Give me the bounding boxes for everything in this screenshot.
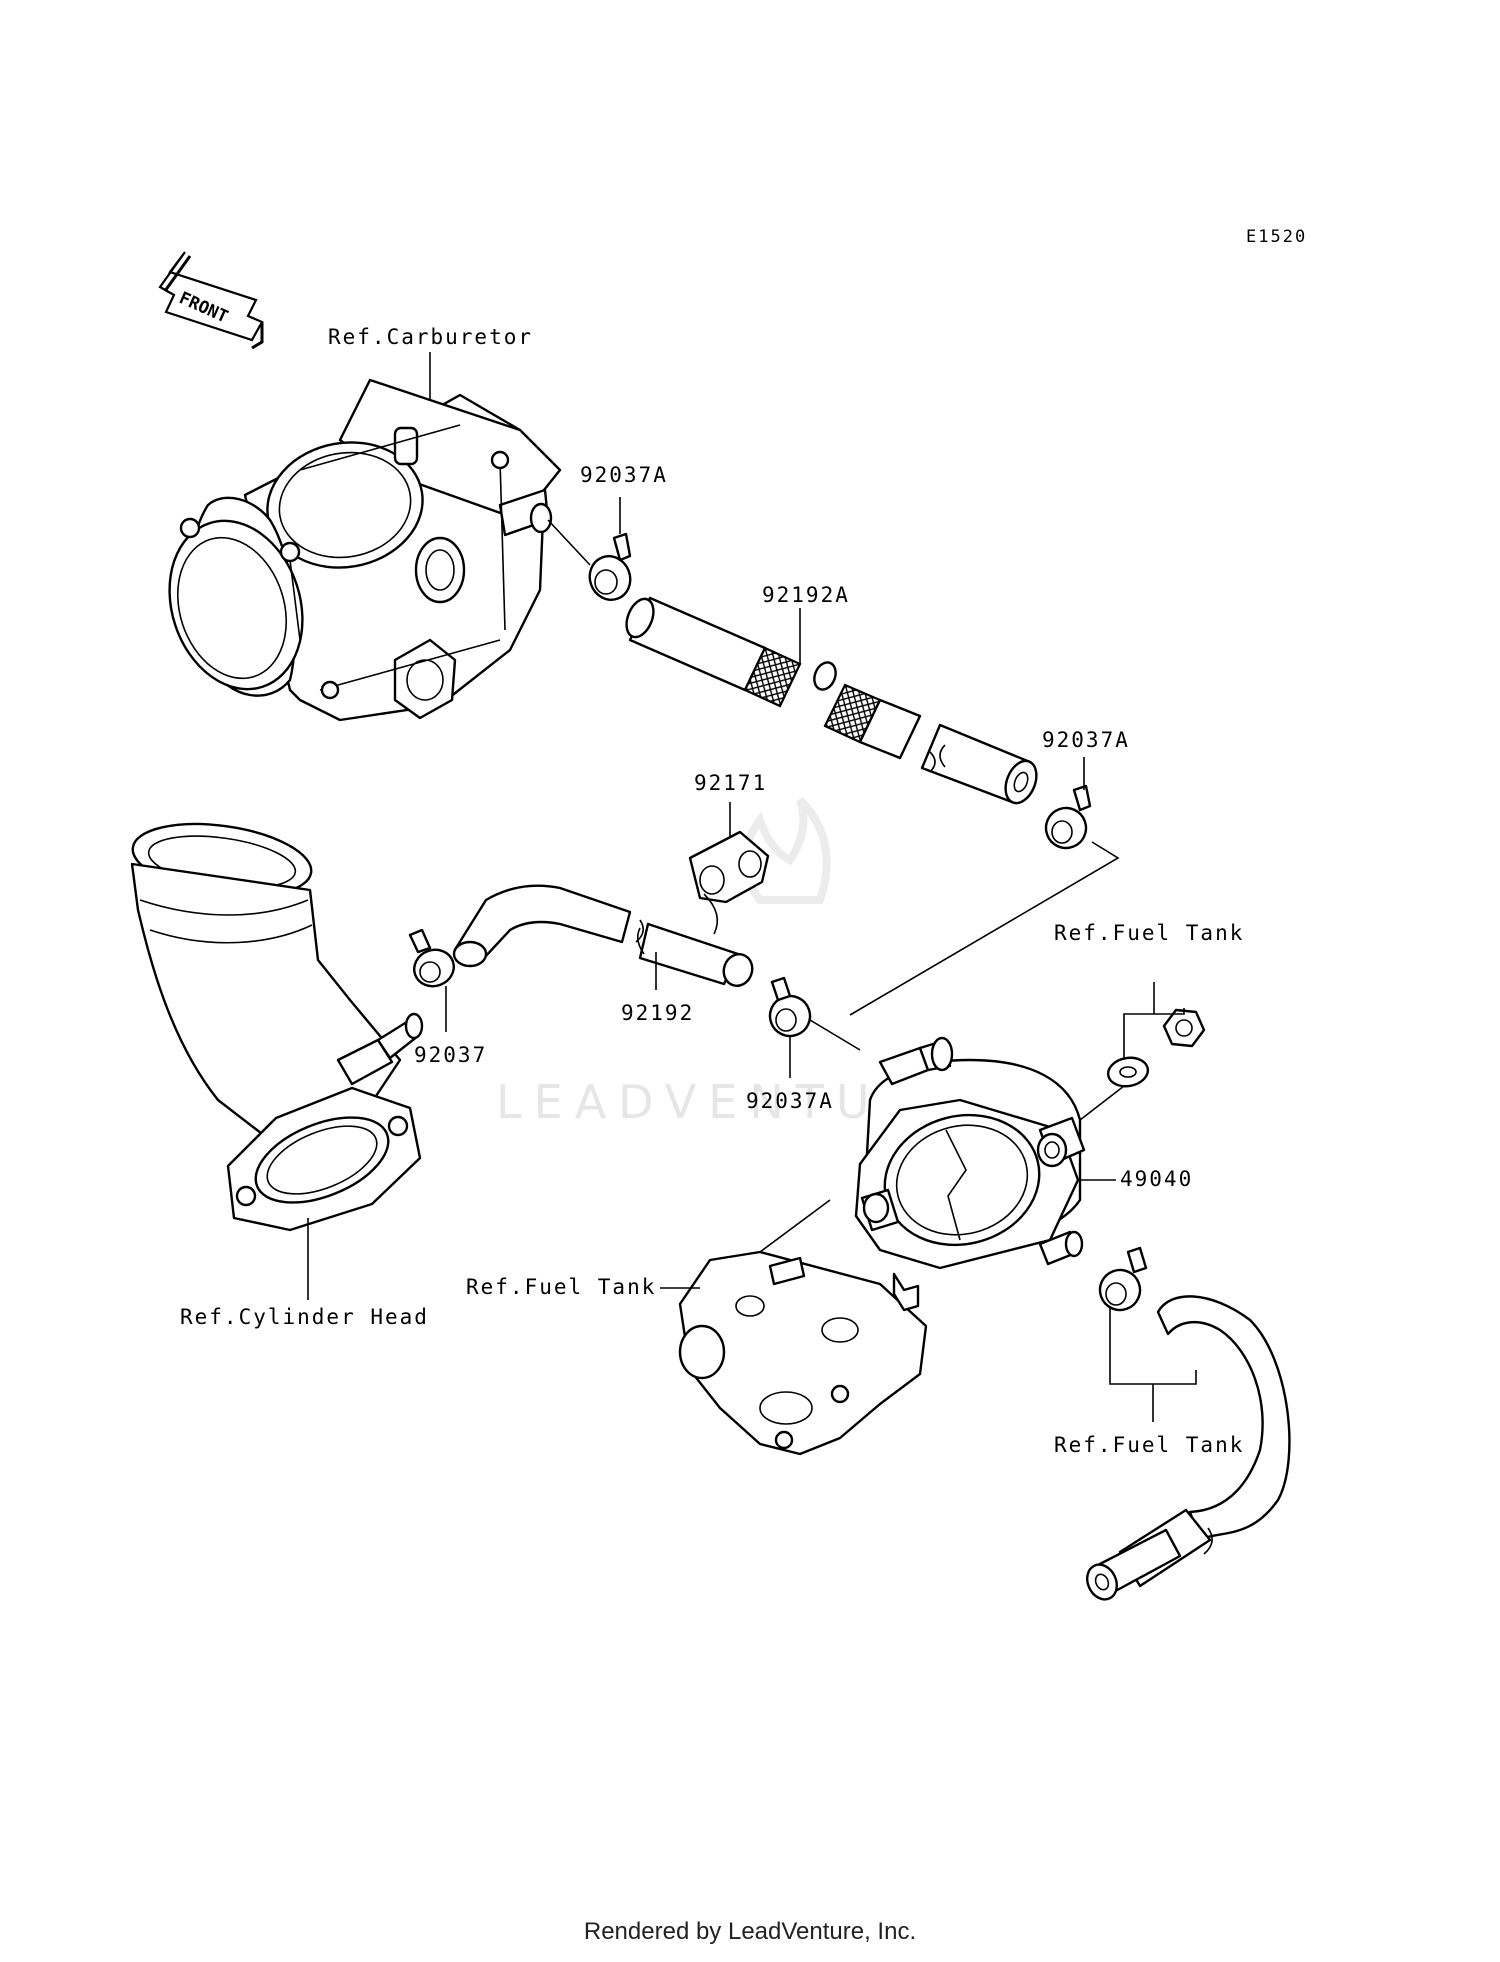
label-clamp-top: 92037A (580, 463, 668, 487)
label-clamp-mid: 92037A (746, 1089, 834, 1113)
short-hose (636, 922, 754, 987)
lower-clamp (1098, 1246, 1148, 1312)
label-clamp-right: 92037A (1042, 728, 1130, 752)
footer-credit: Rendered by LeadVenture, Inc. (583, 1918, 917, 1945)
label-fuel-pump: 49040 (1120, 1167, 1193, 1191)
label-clamp-left: 92037 (414, 1043, 487, 1067)
clamp-right (1044, 784, 1092, 850)
clamp-mid (768, 976, 812, 1038)
label-hose-filter: 92192A (762, 583, 850, 607)
carburetor (168, 378, 562, 722)
label-ref-cylinder-head: Ref.Cylinder Head (180, 1305, 429, 1329)
diagram-code: E1520 (1246, 227, 1307, 247)
intake-elbow (130, 822, 424, 1232)
clamp-left (408, 928, 455, 988)
bent-hose (452, 884, 644, 968)
leader-clamp-right-fitting (849, 841, 1120, 1016)
label-holder: 92171 (694, 771, 767, 795)
label-hose-short: 92192 (621, 1001, 694, 1025)
fuel-pump (854, 1036, 1086, 1270)
fuel-hose-with-filters (625, 596, 1038, 805)
clamp-top (588, 532, 632, 601)
label-ref-fuel-tank-nut: Ref.Fuel Tank (1054, 921, 1244, 945)
label-ref-fuel-tank-bracket: Ref.Fuel Tank (466, 1275, 656, 1299)
pump-bracket (678, 1250, 928, 1456)
nut-and-washer (1106, 1008, 1206, 1088)
label-ref-fuel-tank-hose: Ref.Fuel Tank (1054, 1433, 1244, 1457)
return-hose (1086, 1295, 1291, 1601)
hose-holder (688, 830, 770, 935)
front-arrow-icon: FRONT (158, 251, 264, 350)
leader-washer-to-pump (1079, 1085, 1125, 1121)
label-ref-carburetor: Ref.Carburetor (328, 325, 533, 349)
leader-clamp-top-fitting (547, 519, 591, 566)
leader-clamp-mid-fitting (809, 1019, 861, 1051)
leader-bracket-mount (759, 1199, 831, 1253)
